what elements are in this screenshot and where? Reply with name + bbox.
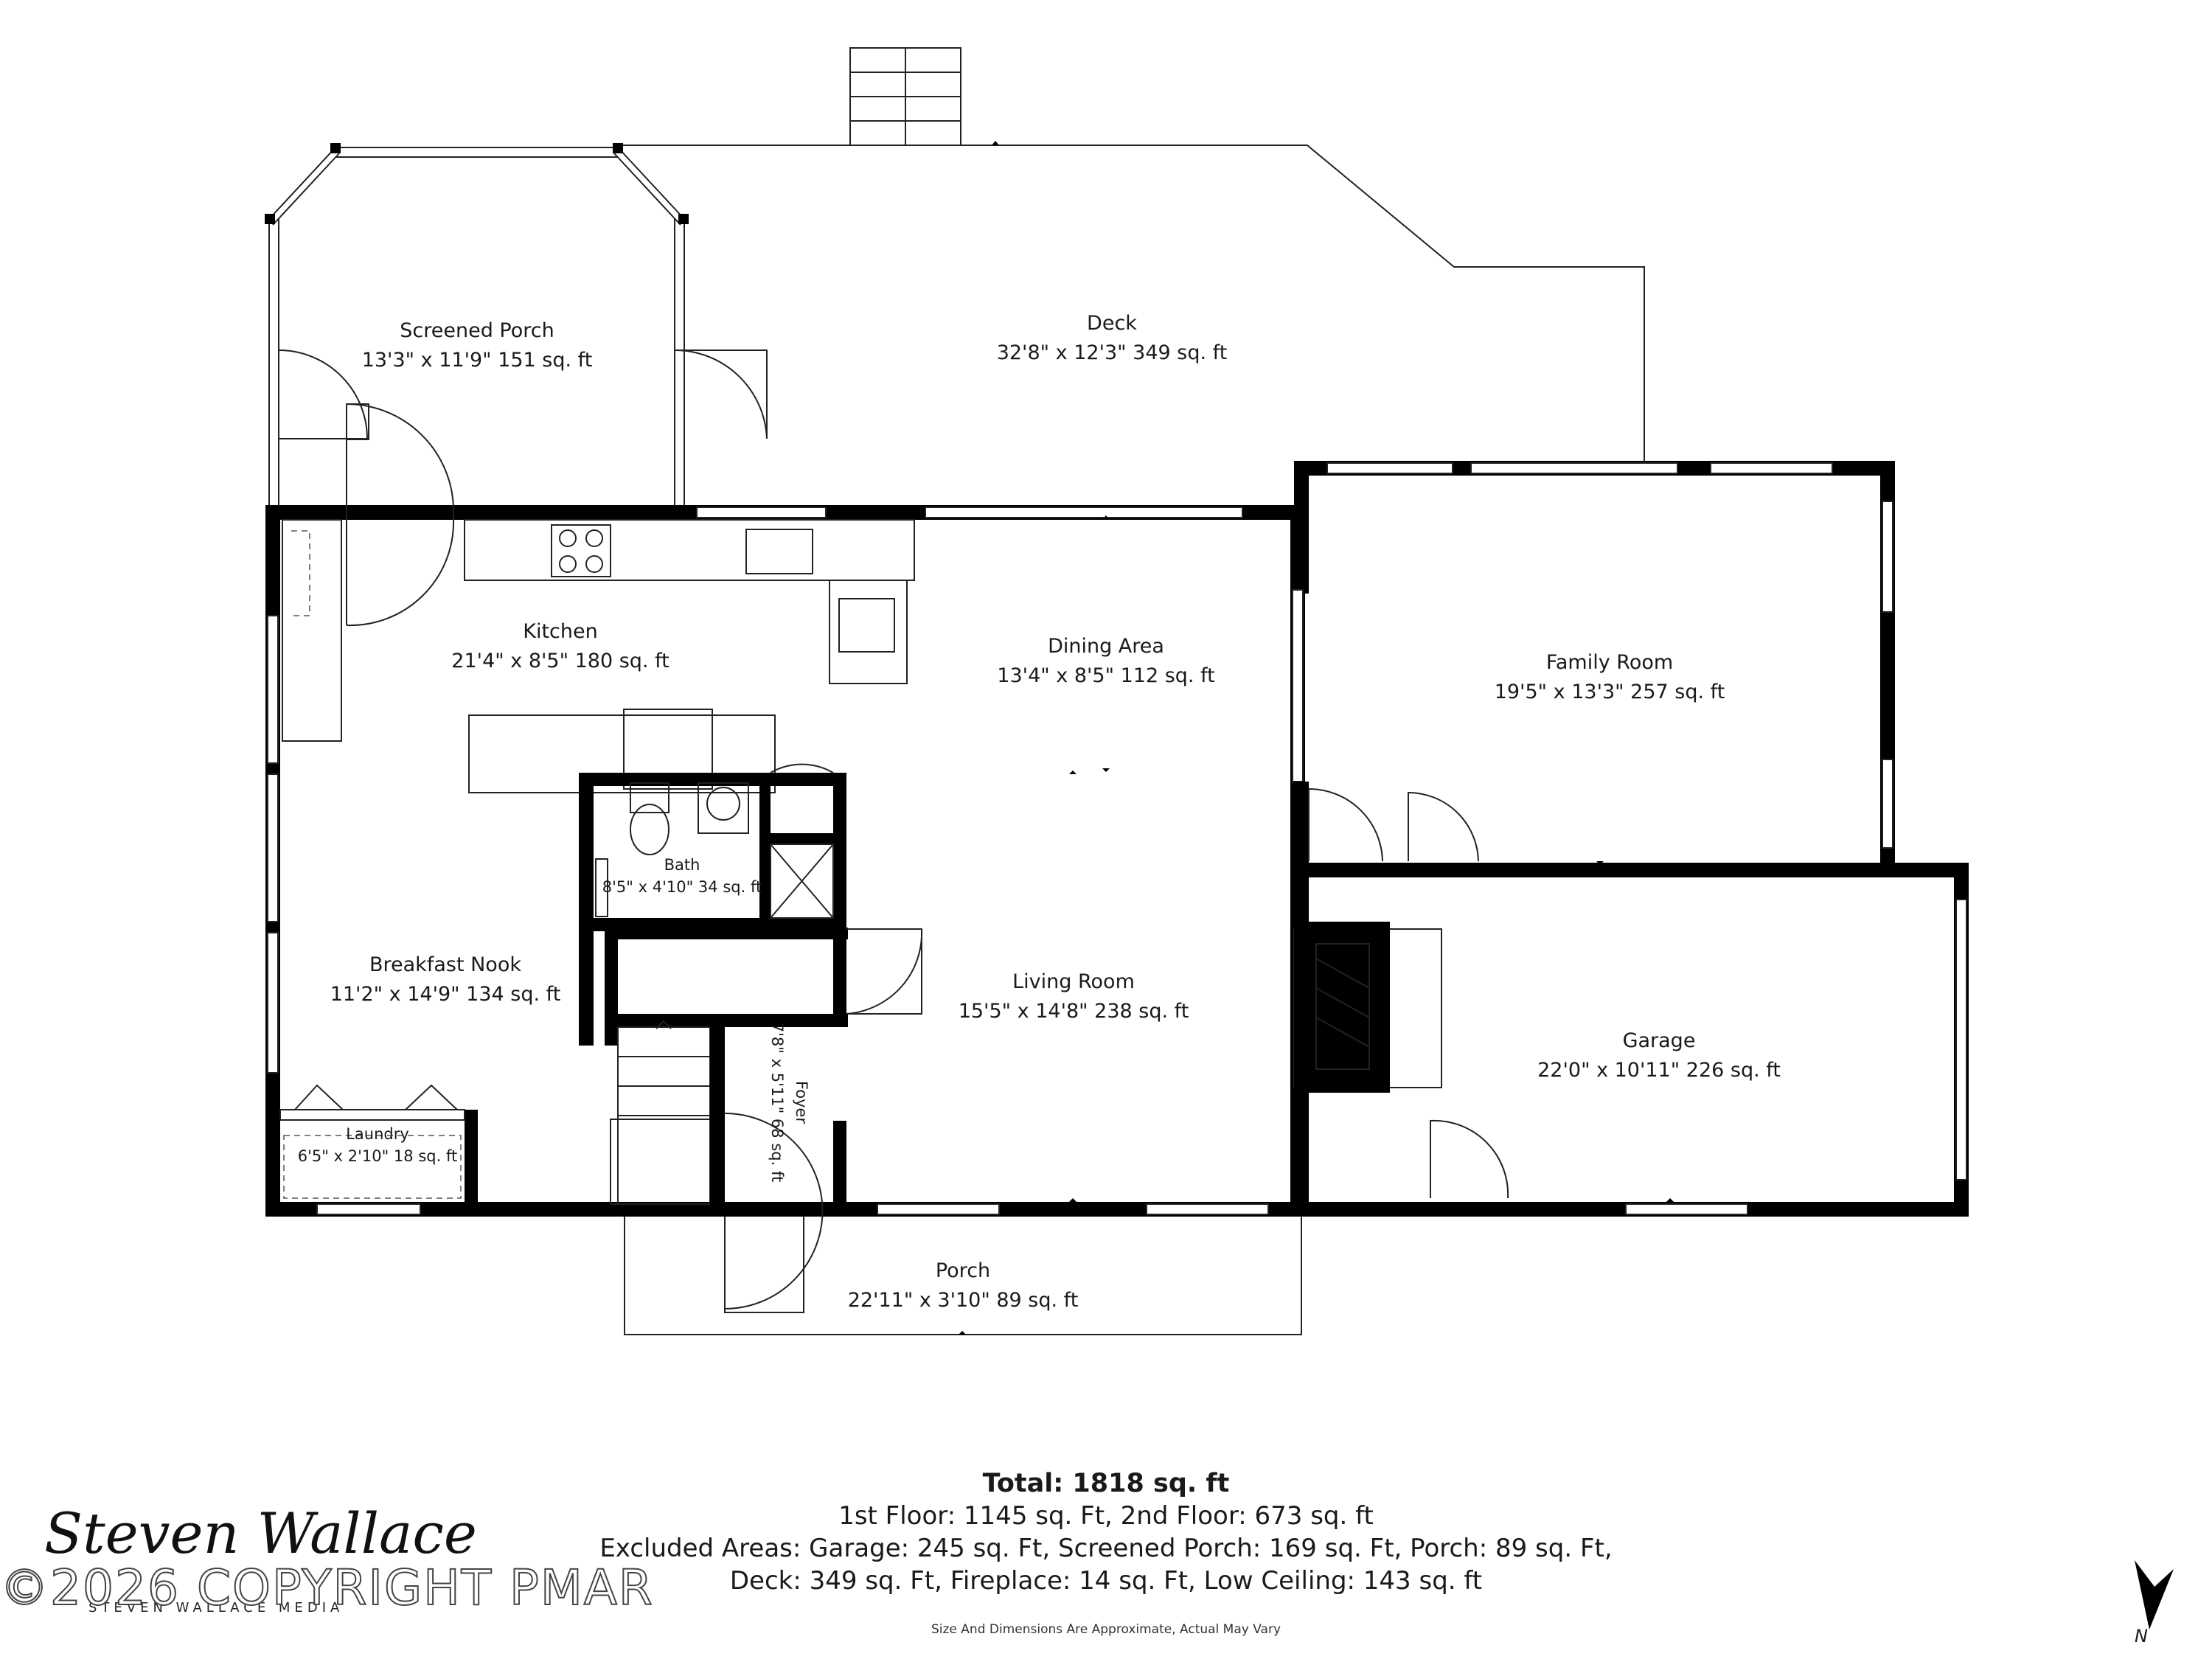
floor-plan: Screened Porch 13'3" x 11'9" 151 sq. ft … <box>265 47 1969 1335</box>
excluded-areas-line-2: Deck: 349 sq. Ft, Fireplace: 14 sq. Ft, … <box>729 1566 1483 1596</box>
room-dims-dining: 13'4" x 8'5" 112 sq. ft <box>997 664 1214 687</box>
foyer-walls <box>710 928 923 1206</box>
exterior-walls <box>265 461 1969 1217</box>
room-dims-deck: 32'8" x 12'3" 349 sq. ft <box>997 341 1228 364</box>
room-name-porch: Porch <box>936 1259 990 1282</box>
screened-porch-outline <box>265 143 768 509</box>
stairs <box>605 928 848 1205</box>
internal-walls <box>848 782 1891 1217</box>
room-dims-living: 15'5" x 14'8" 238 sq. ft <box>959 1000 1189 1023</box>
total-area: Total: 1818 sq. ft <box>982 1469 1230 1498</box>
floor-areas: 1st Floor: 1145 sq. Ft, 2nd Floor: 673 s… <box>838 1501 1374 1531</box>
room-dims-foyer: 7'8" x 5'11" 68 sq. ft <box>768 1023 786 1182</box>
room-name-family: Family Room <box>1546 651 1673 674</box>
room-name-laundry: Laundry <box>346 1125 409 1143</box>
room-dims-garage: 22'0" x 10'11" 226 sq. ft <box>1537 1059 1781 1082</box>
room-labels: Screened Porch 13'3" x 11'9" 151 sq. ft … <box>298 312 1781 1312</box>
brand-subtitle: STEVEN WALLACE MEDIA <box>88 1600 344 1615</box>
north-label: N <box>2135 1626 2148 1646</box>
room-name-deck: Deck <box>1087 312 1137 335</box>
disclaimer: Size And Dimensions Are Approximate, Act… <box>931 1622 1281 1637</box>
room-dims-porch: 22'11" x 3'10" 89 sq. ft <box>848 1289 1079 1312</box>
room-dims-laundry: 6'5" x 2'10" 18 sq. ft <box>298 1147 457 1165</box>
room-name-garage: Garage <box>1623 1029 1696 1052</box>
room-dims-kitchen: 21'4" x 8'5" 180 sq. ft <box>451 650 669 672</box>
room-name-breakfast: Breakfast Nook <box>369 953 521 976</box>
laundry-fixtures <box>279 1084 478 1206</box>
kitchen-fixtures <box>282 519 915 793</box>
area-summary: Total: 1818 sq. ft 1st Floor: 1145 sq. F… <box>0 1467 2212 1597</box>
direction-markers <box>476 141 1677 1335</box>
room-name-kitchen: Kitchen <box>523 620 597 643</box>
copyright-watermark: ©2026 COPYRIGHT PMAR <box>0 1559 654 1617</box>
room-name-bath: Bath <box>664 856 700 874</box>
chimney <box>849 47 961 146</box>
room-name-living: Living Room <box>1012 970 1135 993</box>
excluded-areas-line-1: Excluded Areas: Garage: 245 sq. Ft, Scre… <box>599 1534 1613 1563</box>
bath-block <box>579 763 846 1046</box>
room-dims-bath: 8'5" x 4'10" 34 sq. ft <box>602 878 762 896</box>
room-name-screened-porch: Screened Porch <box>400 319 554 342</box>
north-arrow-icon <box>2135 1560 2174 1630</box>
room-dims-breakfast: 11'2" x 14'9" 134 sq. ft <box>330 983 561 1006</box>
deck-outline <box>622 145 1645 463</box>
room-name-foyer: Foyer <box>793 1081 810 1124</box>
room-dims-screened-porch: 13'3" x 11'9" 151 sq. ft <box>362 349 593 372</box>
room-dims-family: 19'5" x 13'3" 257 sq. ft <box>1495 681 1725 703</box>
brand-signature: Steven Wallace <box>44 1500 477 1566</box>
room-name-dining: Dining Area <box>1048 635 1164 658</box>
side-door <box>346 403 455 627</box>
windows <box>267 462 1967 1215</box>
